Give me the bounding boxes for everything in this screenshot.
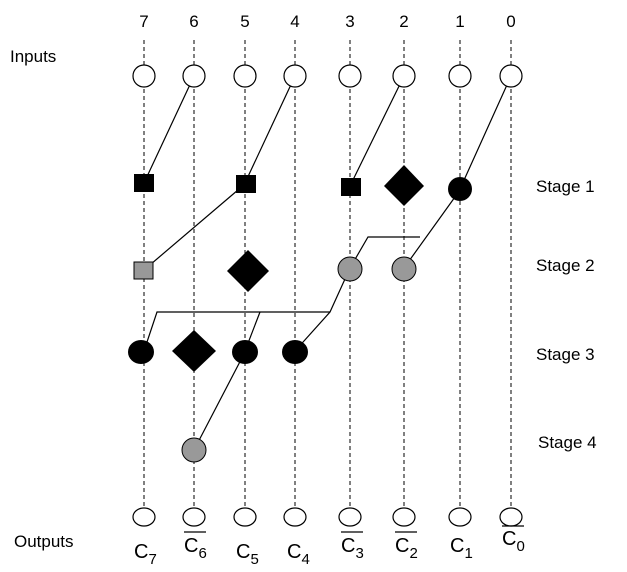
inputs-label: Inputs bbox=[10, 47, 56, 66]
wire-4-to-5-stage1 bbox=[244, 75, 296, 184]
black-square-node bbox=[134, 174, 154, 192]
output-label-6: C6 bbox=[184, 535, 207, 562]
black-diamond-node bbox=[384, 165, 424, 206]
output-node-6 bbox=[182, 507, 206, 527]
stage-1-label: Stage 1 bbox=[536, 177, 595, 196]
output-node-2 bbox=[392, 507, 416, 527]
black-circle-node bbox=[448, 177, 472, 201]
stage-4-nodes bbox=[181, 437, 207, 463]
wire-0-to-1-stage1 bbox=[459, 75, 512, 190]
output-labels: C7 C6 C5 C4 C3 C2 C1 C0 bbox=[134, 525, 525, 568]
output-node-3 bbox=[338, 507, 362, 527]
wire-3-to-7-stage3 bbox=[143, 311, 330, 352]
column-number-0: 0 bbox=[506, 12, 515, 31]
column-number-2: 2 bbox=[399, 12, 408, 31]
gray-circle-node bbox=[337, 256, 363, 282]
wire-1-to-3-stage2 bbox=[349, 236, 420, 269]
wire-6-to-7-stage1 bbox=[143, 75, 195, 184]
black-square-node bbox=[341, 178, 361, 196]
input-node-6 bbox=[182, 64, 206, 88]
output-label-3: C3 bbox=[341, 535, 364, 562]
stage-2-nodes bbox=[133, 250, 417, 292]
stage-4-label: Stage 4 bbox=[538, 433, 597, 452]
outputs-label: Outputs bbox=[14, 532, 74, 551]
column-number-3: 3 bbox=[345, 12, 354, 31]
output-node-4 bbox=[283, 507, 307, 527]
wire-3-to-4-stage3 bbox=[294, 267, 351, 352]
input-node-1 bbox=[448, 64, 472, 88]
black-circle-node bbox=[232, 340, 258, 364]
column-number-5: 5 bbox=[240, 12, 249, 31]
stage-3-nodes bbox=[128, 330, 308, 372]
column-number-6: 6 bbox=[189, 12, 198, 31]
input-node-0 bbox=[499, 64, 523, 88]
output-node-5 bbox=[233, 507, 257, 527]
black-circle-node bbox=[128, 340, 154, 364]
input-nodes bbox=[132, 64, 523, 88]
stage-2-label: Stage 2 bbox=[536, 256, 595, 275]
black-diamond-node bbox=[227, 250, 269, 292]
gray-circle-node bbox=[391, 256, 417, 282]
output-label-4: C4 bbox=[287, 541, 310, 568]
stage-1-nodes bbox=[134, 165, 472, 206]
output-label-1: C1 bbox=[450, 535, 473, 562]
gray-square-node bbox=[133, 261, 154, 280]
input-node-2 bbox=[392, 64, 416, 88]
input-node-5 bbox=[233, 64, 257, 88]
wire-5-to-6-stage4 bbox=[193, 351, 246, 451]
column-number-4: 4 bbox=[290, 12, 299, 31]
black-square-node bbox=[236, 175, 256, 193]
output-nodes bbox=[132, 507, 523, 527]
output-label-7: C7 bbox=[134, 541, 157, 568]
column-number-7: 7 bbox=[139, 12, 148, 31]
output-node-1 bbox=[448, 507, 472, 527]
connection-wires bbox=[143, 75, 512, 451]
stage-3-label: Stage 3 bbox=[536, 345, 595, 364]
input-node-4 bbox=[283, 64, 307, 88]
output-node-7 bbox=[132, 507, 156, 527]
input-node-7 bbox=[132, 64, 156, 88]
column-number-1: 1 bbox=[455, 12, 464, 31]
wire-5-to-7-stage2 bbox=[143, 183, 246, 271]
column-numbers: 7 6 5 4 3 2 1 0 bbox=[139, 12, 515, 31]
wire-1-to-2-stage2 bbox=[403, 189, 461, 269]
black-circle-node bbox=[282, 340, 308, 364]
output-label-0: C0 bbox=[502, 528, 525, 555]
black-diamond-node bbox=[172, 330, 216, 372]
output-label-5: C5 bbox=[236, 541, 259, 568]
output-node-0 bbox=[499, 507, 523, 527]
wire-2-to-3-stage1 bbox=[349, 75, 405, 187]
gray-circle-node bbox=[181, 437, 207, 463]
output-label-2: C2 bbox=[395, 535, 418, 562]
input-node-3 bbox=[338, 64, 362, 88]
